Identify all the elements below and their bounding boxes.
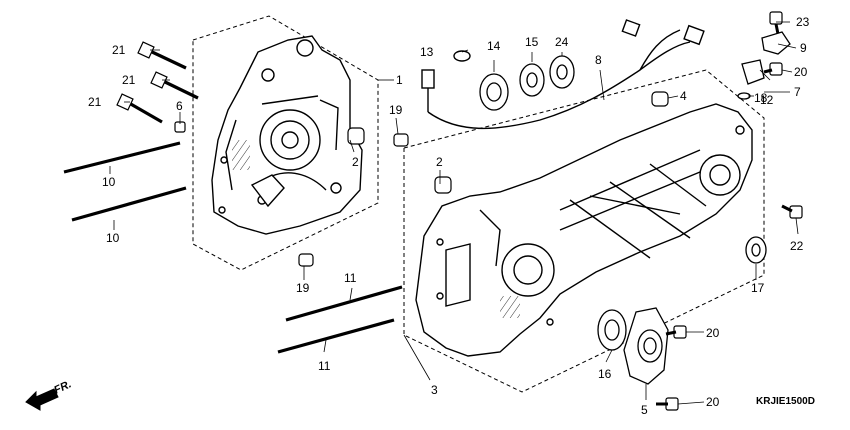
assembly-box-left-crankcase [403, 69, 765, 393]
callout-11-lower: 11 [318, 359, 331, 373]
callout-17: 17 [751, 281, 765, 295]
callout-2-right: 2 [352, 155, 359, 169]
diagram-code: KRJIE1500D [756, 396, 815, 407]
right-crankcase-half [211, 35, 363, 235]
callout-10-lower: 10 [106, 231, 120, 245]
front-arrow: FR. [25, 378, 73, 411]
front-arrow-label: FR. [52, 378, 73, 396]
seal-and-cover [597, 307, 669, 385]
callout-14: 14 [487, 39, 501, 53]
callout-5: 5 [641, 403, 648, 417]
callout-15: 15 [525, 35, 539, 49]
callout-23: 23 [796, 15, 810, 29]
callout-21-bottom: 21 [88, 95, 102, 109]
callout-1: 1 [396, 73, 403, 87]
callout-3: 3 [431, 383, 438, 397]
callout-21-middle: 21 [122, 73, 136, 87]
callout-24: 24 [555, 35, 569, 49]
callout-12: 12 [760, 93, 774, 107]
bolt-21-group [116, 41, 199, 124]
callout-9: 9 [800, 41, 807, 55]
callout-20-sensor: 20 [794, 65, 808, 79]
callout-19-right: 19 [389, 103, 403, 117]
wire-harness [421, 19, 705, 130]
small-parts [174, 91, 669, 267]
bearings [479, 55, 767, 264]
callout-13: 13 [420, 45, 434, 59]
stud-bolts [63, 141, 403, 354]
callout-labels: 1 2 2 3 4 5 6 7 8 9 10 10 11 11 12 13 14… [88, 15, 810, 417]
leader-lines [109, 21, 799, 405]
callout-11-upper: 11 [344, 271, 357, 285]
callout-6: 6 [176, 99, 183, 113]
speed-sensor [737, 31, 791, 100]
callout-7: 7 [794, 85, 801, 99]
callout-21-top: 21 [112, 43, 126, 57]
left-crankcase-half [415, 103, 753, 357]
callout-16: 16 [598, 367, 612, 381]
callout-4: 4 [680, 89, 687, 103]
callout-10-upper: 10 [102, 175, 116, 189]
assembly-box-right-crankcase [192, 15, 379, 271]
callout-20-upper: 20 [706, 326, 720, 340]
callout-8: 8 [595, 53, 602, 67]
callout-2-left: 2 [436, 155, 443, 169]
callout-18: 18 [754, 91, 768, 105]
crankcase-hatch-1 [232, 140, 250, 170]
callout-22: 22 [790, 239, 804, 253]
crankcase-hatch-3 [500, 296, 520, 318]
callout-20-lower: 20 [706, 395, 720, 409]
callout-19-bottom: 19 [296, 281, 310, 295]
